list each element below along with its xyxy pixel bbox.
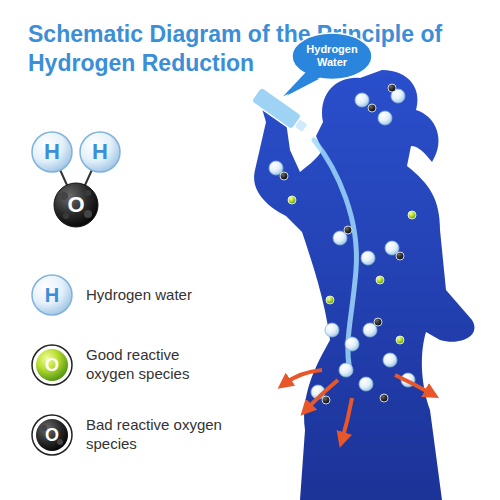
bubble bbox=[326, 296, 334, 304]
legend-text: Good reactive oxygen species bbox=[86, 346, 226, 384]
body-bubbles bbox=[269, 84, 416, 404]
legend-text: Hydrogen water bbox=[86, 286, 226, 305]
bubble bbox=[396, 336, 404, 344]
good-ros-swatch bbox=[36, 349, 68, 381]
bubble bbox=[368, 104, 376, 112]
bubble bbox=[345, 337, 359, 351]
hydrogen-swatch bbox=[32, 275, 72, 315]
atom-letter: H bbox=[37, 137, 67, 167]
bubble bbox=[383, 353, 397, 367]
woman-silhouette bbox=[254, 70, 474, 500]
atom-letter: O bbox=[61, 190, 91, 220]
atom-letter: O bbox=[37, 350, 67, 380]
bubble bbox=[408, 211, 416, 219]
bubble bbox=[344, 226, 352, 234]
legend-text: Bad reactive oxygen species bbox=[86, 416, 226, 454]
bubble bbox=[388, 84, 396, 92]
atom-letter: O bbox=[37, 420, 67, 450]
atom-letter: H bbox=[37, 280, 67, 310]
bubble bbox=[376, 276, 384, 284]
bubble-text: Hydrogen Water bbox=[304, 43, 360, 69]
bubble bbox=[396, 252, 404, 260]
atom-letter: H bbox=[85, 137, 115, 167]
legend-swatches bbox=[32, 275, 72, 455]
title: Schematic Diagram of the Principle of Hy… bbox=[28, 20, 480, 78]
bubble bbox=[280, 172, 288, 180]
expel-arrows bbox=[284, 370, 432, 440]
bubble bbox=[322, 396, 330, 404]
bubble bbox=[378, 111, 392, 125]
bubble bbox=[355, 93, 369, 107]
bubble bbox=[359, 377, 373, 391]
bubble bbox=[288, 196, 296, 204]
molecule-icon bbox=[32, 132, 120, 227]
bubble bbox=[325, 323, 339, 337]
bubble bbox=[374, 318, 382, 326]
speech-bubble: Hydrogen Water bbox=[291, 32, 373, 80]
bubble bbox=[339, 363, 353, 377]
bubble bbox=[361, 251, 375, 265]
water-bottle bbox=[251, 87, 310, 136]
bad-ros-swatch bbox=[36, 419, 68, 451]
bubble bbox=[380, 394, 388, 402]
